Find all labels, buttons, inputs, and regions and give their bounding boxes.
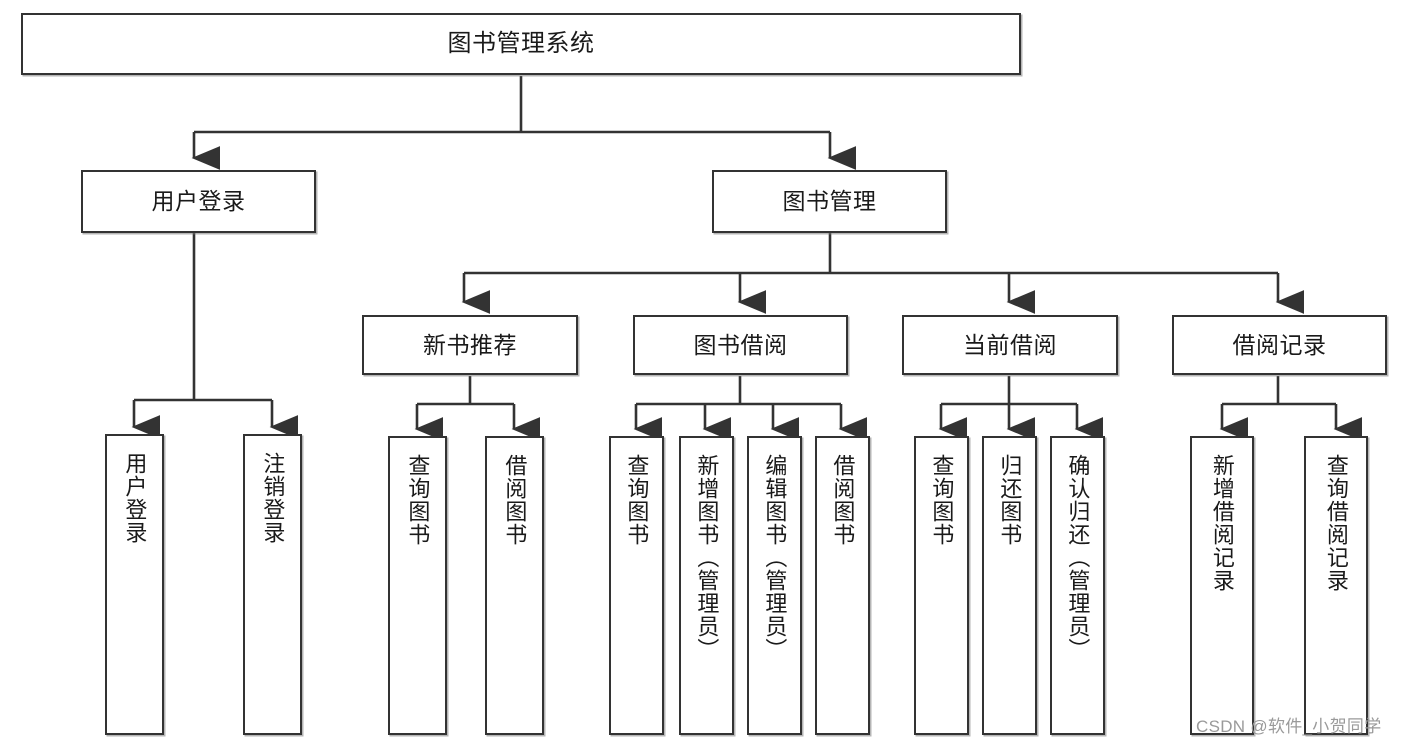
- leaf-book-borrow-borrow-books[interactable]: 借阅图书: [815, 436, 870, 735]
- node-label: 用户登录: [151, 188, 246, 214]
- node-label: 查询图书: [405, 454, 431, 546]
- node-book-borrow[interactable]: 图书借阅: [633, 315, 848, 375]
- leaf-current-borrow-query-books[interactable]: 查询图书: [914, 436, 969, 735]
- node-book-management[interactable]: 图书管理: [712, 170, 947, 233]
- node-label: 图书借阅: [693, 331, 788, 358]
- node-label: 新增图书（管理员）: [694, 454, 720, 661]
- node-label: 图书管理: [782, 188, 877, 214]
- node-label: 查询图书: [624, 454, 650, 546]
- node-label: 图书管理系统: [447, 30, 595, 57]
- leaf-book-borrow-query-books[interactable]: 查询图书: [609, 436, 664, 735]
- node-label: 借阅图书: [830, 454, 856, 546]
- node-current-borrow[interactable]: 当前借阅: [902, 315, 1118, 375]
- leaf-new-book-query-books[interactable]: 查询图书: [388, 436, 447, 735]
- node-label: 用户登录: [122, 452, 148, 544]
- node-new-book-recommend[interactable]: 新书推荐: [362, 315, 578, 375]
- node-label: 查询借阅记录: [1323, 454, 1349, 592]
- node-user-login[interactable]: 用户登录: [81, 170, 316, 233]
- leaf-user-login-logout[interactable]: 注销登录: [243, 434, 302, 735]
- node-root-book-management-system[interactable]: 图书管理系统: [21, 13, 1021, 75]
- leaf-user-login-login[interactable]: 用户登录: [105, 434, 164, 735]
- leaf-current-borrow-return-books[interactable]: 归还图书: [982, 436, 1037, 735]
- node-label: 新书推荐: [423, 331, 517, 358]
- leaf-current-borrow-confirm-return-admin[interactable]: 确认归还（管理员）: [1050, 436, 1105, 735]
- node-borrow-record[interactable]: 借阅记录: [1172, 315, 1387, 375]
- node-label: 归还图书: [997, 454, 1023, 546]
- node-label: 确认归还（管理员）: [1065, 454, 1091, 661]
- node-label: 编辑图书（管理员）: [762, 454, 788, 661]
- node-label: 新增借阅记录: [1209, 454, 1235, 592]
- leaf-book-borrow-edit-book-admin[interactable]: 编辑图书（管理员）: [747, 436, 802, 735]
- leaf-new-book-borrow-books[interactable]: 借阅图书: [485, 436, 544, 735]
- leaf-borrow-record-query-record[interactable]: 查询借阅记录: [1304, 436, 1368, 735]
- node-label: 借阅图书: [502, 454, 528, 546]
- node-label: 当前借阅: [963, 331, 1057, 358]
- leaf-borrow-record-add-record[interactable]: 新增借阅记录: [1190, 436, 1254, 735]
- leaf-book-borrow-add-book-admin[interactable]: 新增图书（管理员）: [679, 436, 734, 735]
- node-label: 借阅记录: [1232, 331, 1327, 358]
- node-label: 注销登录: [260, 452, 286, 544]
- node-label: 查询图书: [929, 454, 955, 546]
